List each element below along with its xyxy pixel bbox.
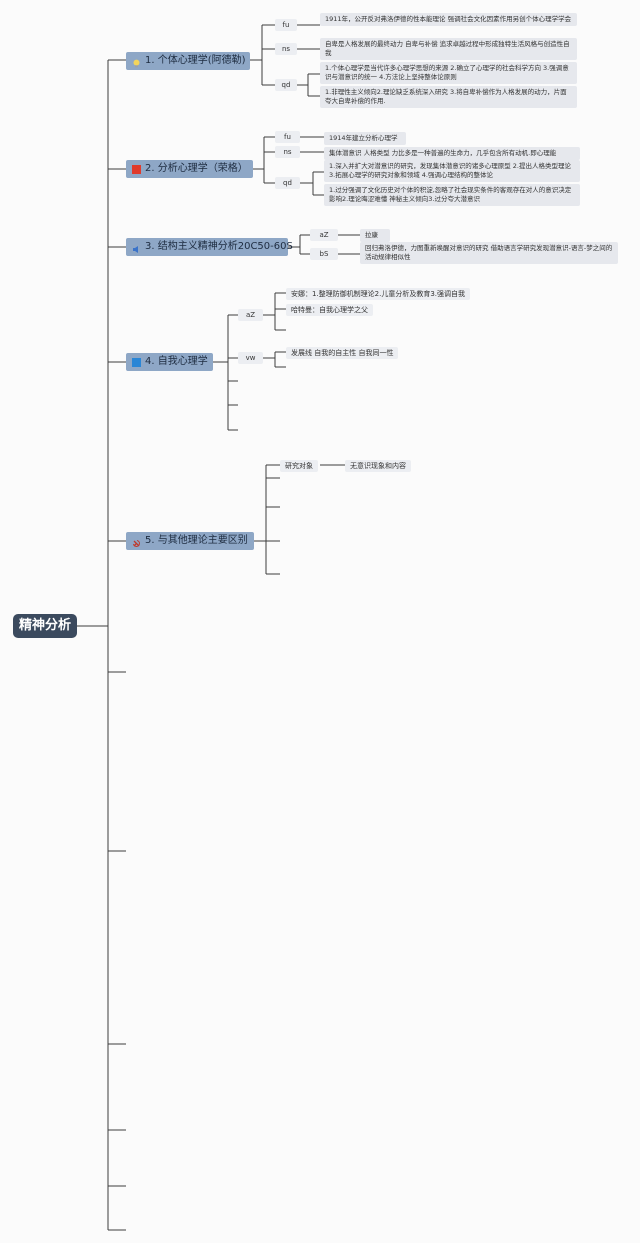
- sub-concepts[interactable]: 发展线 自我的自主性 自我同一性: [286, 347, 399, 359]
- speaker-icon: [132, 243, 141, 253]
- note-contributions: 1.个体心理学是当代许多心理学思想的来源 2.确立了心理学的社会科学方向 3.强…: [320, 62, 577, 84]
- branch-analytical-psychology[interactable]: 2. 分析心理学（荣格）: [126, 160, 253, 178]
- root-node[interactable]: 精神分析: [13, 614, 77, 638]
- tag-bs[interactable]: bS: [310, 248, 338, 260]
- branch-individual-psychology[interactable]: 1. 个体心理学(阿德勒): [126, 52, 250, 70]
- note-history: 1914年建立分析心理学: [324, 132, 406, 145]
- hammer-sickle-icon: [132, 537, 141, 547]
- blue-square-icon: [132, 357, 141, 367]
- tag-az[interactable]: aZ: [310, 229, 338, 241]
- branch-differences[interactable]: 5. 与其他理论主要区别: [126, 532, 254, 550]
- tag-ns[interactable]: ns: [275, 146, 300, 158]
- note-core-idea: 自卑是人格发展的最终动力 自卑与补偿 追求卓越过程中形成独特生活风格与创造性自我: [320, 38, 577, 60]
- branch-ego-psychology[interactable]: 4. 自我心理学: [126, 353, 213, 371]
- note-contributions: 1.深入并扩大对潜意识的研究，发现集体潜意识的诸多心理原型 2.提出人格类型理论…: [324, 160, 580, 182]
- tag-fu[interactable]: fu: [275, 131, 300, 143]
- tag-fu[interactable]: fu: [275, 19, 297, 31]
- branch-structural-psychoanalysis[interactable]: 3. 结构主义精神分析20C50-60S: [126, 238, 293, 256]
- branch-label: 3. 结构主义精神分析20C50-60S: [145, 241, 293, 252]
- tag-ns[interactable]: ns: [275, 43, 297, 55]
- branch-label: 5. 与其他理论主要区别: [145, 535, 248, 546]
- note-core-idea: 集体潜意识 人格类型 力比多是一种普遍的生命力，几乎包含所有动机.即心理能: [324, 147, 580, 160]
- branch-label: 4. 自我心理学: [145, 356, 208, 367]
- branch-label: 1. 个体心理学(阿德勒): [145, 55, 246, 66]
- red-square-icon: [132, 164, 141, 174]
- branch-label: 2. 分析心理学（荣格）: [145, 163, 248, 174]
- note-core-idea: 回归弗洛伊德，力图重新唤醒对意识的研究 借助语言学研究发现潜意识-语言-梦之间的…: [360, 242, 618, 264]
- sub-anna-freud[interactable]: 安娜：1.整理防御机制理论2.儿童分析及教育3.强调自我: [286, 288, 471, 300]
- lightbulb-icon: [132, 57, 141, 67]
- note-representative: 拉康: [360, 229, 390, 242]
- tag-qd[interactable]: qd: [275, 177, 300, 189]
- sub-hartmann[interactable]: 哈特曼：自我心理学之父: [286, 304, 373, 316]
- sub-unconscious[interactable]: 无意识现象和内容: [345, 460, 411, 472]
- tag-az[interactable]: aZ: [238, 309, 263, 321]
- note-history: 1911年，公开反对弗洛伊德的性本能理论 强调社会文化因素作用另创个体心理学学会: [320, 13, 577, 26]
- note-limitations: 1.非理性主义倾向2.理论缺乏系统深入研究 3.将自卑补偿作为人格发展的动力，片…: [320, 86, 577, 108]
- tag-qd[interactable]: qd: [275, 79, 297, 91]
- tag-vw[interactable]: vw: [238, 352, 263, 364]
- note-limitations: 1.过分强调了文化历史对个体的积淀,忽略了社会现实条件的客观存在对人的意识决定影…: [324, 184, 580, 206]
- sub-research-object[interactable]: 研究对象: [280, 460, 318, 472]
